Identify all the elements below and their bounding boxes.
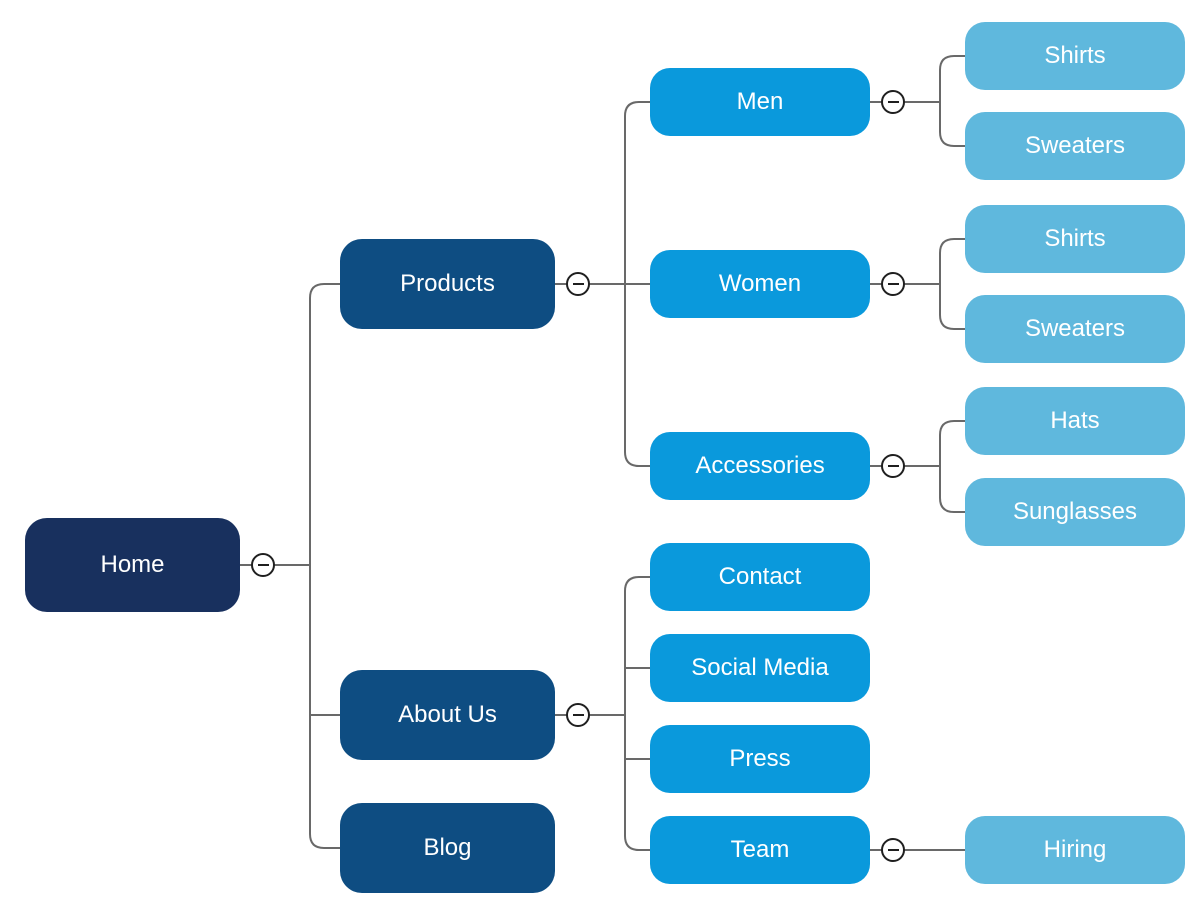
node-men[interactable]: Men [650, 68, 870, 136]
node-women-shirts[interactable]: Shirts [965, 205, 1185, 273]
connector-home-trunk [309, 283, 340, 849]
node-social-media[interactable]: Social Media [650, 634, 870, 702]
minus-icon [887, 283, 899, 285]
node-men-shirts[interactable]: Shirts [965, 22, 1185, 90]
node-hats[interactable]: Hats [965, 387, 1185, 455]
minus-icon [257, 564, 269, 566]
node-women[interactable]: Women [650, 250, 870, 318]
collapse-toggle-products[interactable] [566, 272, 590, 296]
node-men-sweaters[interactable]: Sweaters [965, 112, 1185, 180]
connector-men-trunk [939, 55, 965, 147]
connector-women-trunk [939, 238, 965, 330]
connector-products-trunk [624, 101, 650, 467]
node-team[interactable]: Team [650, 816, 870, 884]
minus-icon [572, 714, 584, 716]
minus-icon [887, 849, 899, 851]
node-sunglasses[interactable]: Sunglasses [965, 478, 1185, 546]
connector-aboutus-trunk [624, 576, 650, 851]
collapse-toggle-women[interactable] [881, 272, 905, 296]
minus-icon [887, 465, 899, 467]
node-products[interactable]: Products [340, 239, 555, 329]
node-about-us[interactable]: About Us [340, 670, 555, 760]
node-contact[interactable]: Contact [650, 543, 870, 611]
collapse-toggle-about-us[interactable] [566, 703, 590, 727]
node-blog[interactable]: Blog [340, 803, 555, 893]
node-press[interactable]: Press [650, 725, 870, 793]
collapse-toggle-men[interactable] [881, 90, 905, 114]
collapse-toggle-team[interactable] [881, 838, 905, 862]
node-home[interactable]: Home [25, 518, 240, 612]
node-accessories[interactable]: Accessories [650, 432, 870, 500]
collapse-toggle-home[interactable] [251, 553, 275, 577]
minus-icon [572, 283, 584, 285]
connector-accessories-trunk [939, 420, 965, 513]
minus-icon [887, 101, 899, 103]
collapse-toggle-accessories[interactable] [881, 454, 905, 478]
node-hiring[interactable]: Hiring [965, 816, 1185, 884]
node-women-sweaters[interactable]: Sweaters [965, 295, 1185, 363]
